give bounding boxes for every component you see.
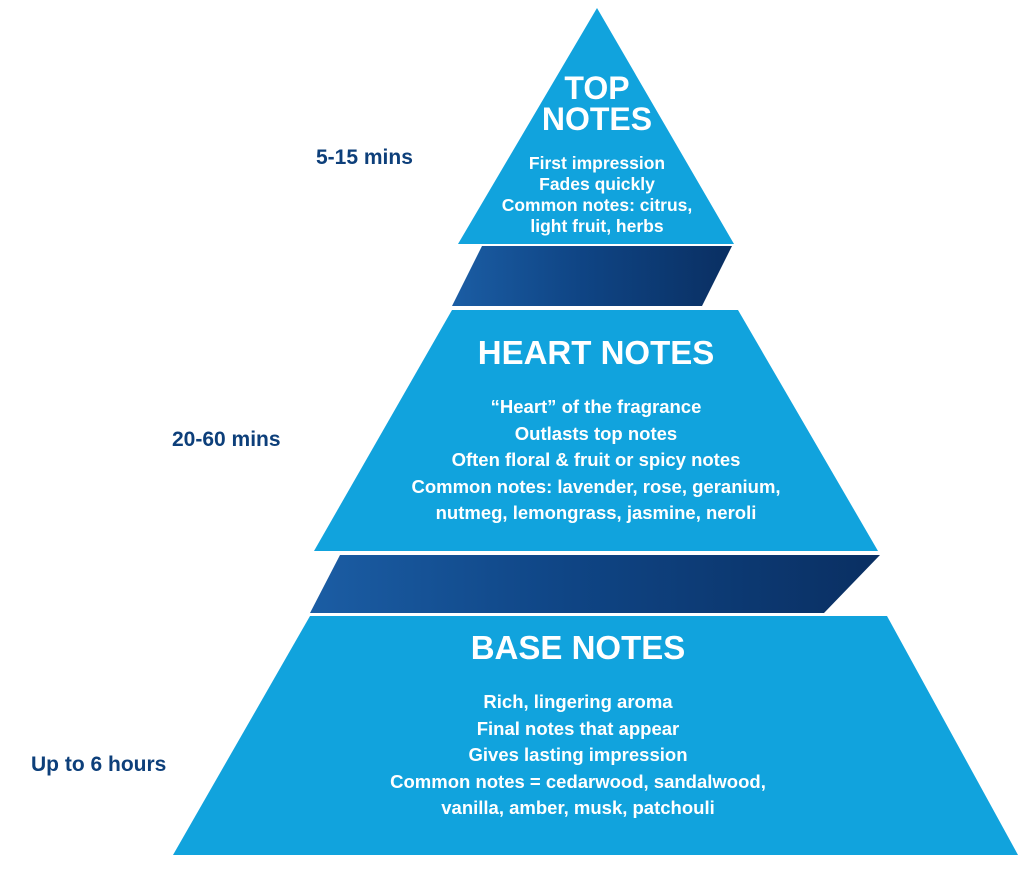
top-notes-title: TOP NOTES bbox=[497, 70, 697, 137]
top-notes-title-line-1: TOP bbox=[564, 70, 630, 106]
top-notes-title-line-2: NOTES bbox=[541, 101, 653, 137]
heart-notes-title: HEART NOTES bbox=[477, 334, 715, 371]
heart-notes-duration: 20-60 mins bbox=[172, 428, 281, 451]
list-item: Fades quickly bbox=[539, 174, 655, 194]
top-heart-connector-band bbox=[452, 246, 732, 306]
list-item: Often floral & fruit or spicy notes bbox=[451, 449, 741, 470]
list-item: Rich, lingering aroma bbox=[483, 691, 673, 712]
list-item: Gives lasting impression bbox=[468, 744, 688, 765]
top-notes-description: First impression Fades quickly Common no… bbox=[447, 153, 747, 237]
heart-notes-tier bbox=[314, 310, 878, 551]
list-item: Outlasts top notes bbox=[514, 422, 678, 444]
list-item: “Heart” of the fragrance bbox=[490, 396, 702, 417]
list-item: Common notes: lavender, rose, geranium, bbox=[411, 475, 781, 497]
list-item: Final notes that appear bbox=[476, 717, 680, 739]
list-item: Common notes: citrus, bbox=[501, 195, 693, 215]
list-item: First impression bbox=[528, 153, 666, 173]
list-item: nutmeg, lemongrass, jasmine, neroli bbox=[435, 502, 757, 523]
base-notes-duration: Up to 6 hours bbox=[31, 753, 167, 776]
base-notes-tier bbox=[173, 616, 1018, 855]
top-notes-tier bbox=[458, 8, 734, 244]
heart-notes-description: “Heart” of the fragrance Outlasts top no… bbox=[346, 394, 846, 527]
top-notes-duration: 5-15 mins bbox=[316, 146, 413, 169]
list-item: vanilla, amber, musk, patchouli bbox=[441, 797, 715, 818]
heart-base-connector-band bbox=[310, 555, 880, 613]
list-item: Common notes = cedarwood, sandalwood, bbox=[390, 770, 766, 792]
base-notes-title: BASE NOTES bbox=[470, 629, 686, 666]
base-notes-description: Rich, lingering aroma Final notes that a… bbox=[328, 689, 828, 822]
list-item: light fruit, herbs bbox=[530, 216, 664, 236]
